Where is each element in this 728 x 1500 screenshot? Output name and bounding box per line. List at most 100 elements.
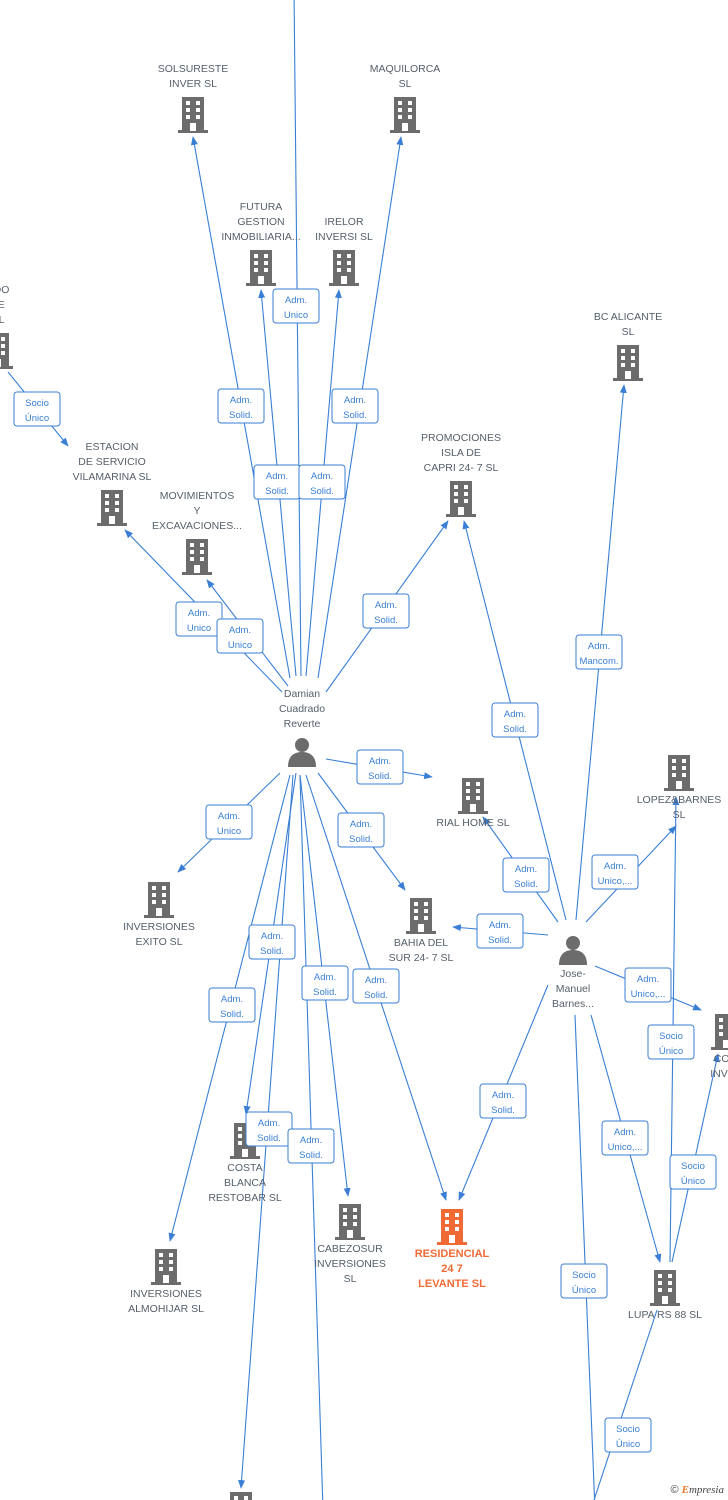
node-label: BAHIA DEL: [394, 937, 448, 949]
node-label: SL: [673, 809, 686, 821]
edge-label[interactable]: Adm.Solid.: [248, 924, 296, 960]
edge-label-text: Unico,...: [598, 876, 633, 887]
edge-label[interactable]: Adm.Unico: [272, 288, 320, 324]
edge-label[interactable]: Adm.Solid.: [476, 913, 524, 949]
edge-label[interactable]: Adm.Unico: [175, 601, 223, 637]
node-com_inves[interactable]: COMINVES: [710, 1014, 728, 1080]
node-label: INVES: [710, 1068, 728, 1080]
edge-label-text: Adm.: [637, 974, 659, 985]
building-icon: [246, 250, 276, 286]
edge-label[interactable]: Adm.Mancom.: [575, 634, 623, 670]
building-icon: [144, 882, 174, 918]
edge-label[interactable]: Adm. Solid.: [479, 1083, 527, 1119]
edge-label-text: Adm.: [350, 819, 372, 830]
node-label: LEVANTE SL: [418, 1278, 486, 1290]
node-lopez_barnes[interactable]: LOPEZ&BARNES SL: [637, 755, 722, 821]
edge-label[interactable]: Adm.Solid.: [217, 388, 265, 424]
building-icon: [406, 898, 436, 934]
node-label: GESTION: [237, 216, 284, 228]
edge-label-text: Adm.: [285, 295, 307, 306]
edge-label-text: Solid.: [491, 1105, 515, 1116]
edge-label-text: Adm.: [311, 471, 333, 482]
edge-label[interactable]: Adm.Unico: [216, 618, 264, 654]
node-label: ESTACION: [86, 441, 139, 453]
node-label: ALMOHIJAR SL: [128, 1303, 204, 1315]
edge-label[interactable]: Adm.Solid.: [208, 987, 256, 1023]
node-topleft[interactable]: ADOTESL: [0, 284, 13, 369]
edge-label[interactable]: Adm.Solid.: [491, 702, 539, 738]
edge-label[interactable]: Adm.Unico: [205, 804, 253, 840]
building-icon: [446, 481, 476, 517]
edge-label-text: Unico: [217, 826, 241, 837]
edge-label-text: Adm.: [504, 709, 526, 720]
edge-label[interactable]: Adm.Solid.: [502, 857, 550, 893]
node-label: SL: [622, 326, 635, 338]
edge-label-text: Solid.: [310, 486, 334, 497]
edge-label[interactable]: Adm.Solid.: [356, 749, 404, 785]
edge-label-text: Solid.: [374, 615, 398, 626]
building-icon: [182, 539, 212, 575]
node-bottom_node[interactable]: [226, 1492, 256, 1500]
edge-label[interactable]: Adm. Solid.: [298, 464, 346, 500]
edge-label-text: Adm.: [515, 864, 537, 875]
edge-label[interactable]: Adm.Solid.: [253, 464, 301, 500]
edge-label[interactable]: Adm.Solid.: [362, 593, 410, 629]
node-lupa[interactable]: LUPA RS 88 SL: [628, 1270, 702, 1321]
edge-label[interactable]: Adm.Unico,...: [624, 967, 672, 1003]
node-label: BLANCA: [224, 1177, 266, 1189]
edge-label[interactable]: Adm.Solid.: [287, 1128, 335, 1164]
node-movimientos[interactable]: MOVIMIENTOSYEXCAVACIONES...: [152, 490, 242, 575]
node-label: EXCAVACIONES...: [152, 520, 242, 532]
node-label: Cuadrado: [279, 703, 325, 715]
edge-label-text: Adm.: [221, 994, 243, 1005]
building-icon: [178, 97, 208, 133]
person-icon: [559, 936, 587, 965]
node-label: LUPA RS 88 SL: [628, 1309, 702, 1321]
copyright-icon: ©: [670, 1484, 679, 1496]
edge-label[interactable]: Adm.Solid.: [337, 812, 385, 848]
edge-label[interactable]: Adm.Solid.: [331, 388, 379, 424]
node-rial_home[interactable]: RIAL HOME SL: [436, 778, 510, 829]
node-label: Manuel: [556, 983, 590, 995]
edge-label-text: Socio: [659, 1031, 683, 1042]
edge-damian-to-top_offscreen: [293, 0, 302, 677]
edge-label-text: Adm.: [492, 1090, 514, 1101]
brand-initial: E: [681, 1484, 689, 1496]
node-label: FUTURA: [240, 201, 283, 213]
edge-label[interactable]: Adm.Solid.: [245, 1111, 293, 1147]
edge-label-text: Socio: [25, 398, 49, 409]
edge-label[interactable]: Adm.Solid.: [352, 968, 400, 1004]
node-label: LOPEZ&BARNES: [637, 794, 722, 806]
edge-label[interactable]: Adm.Unico,...: [591, 854, 639, 890]
person-icon: [288, 738, 316, 767]
edge-label-text: Solid.: [229, 410, 253, 421]
edge-label[interactable]: Adm.Solid.: [301, 965, 349, 1001]
edge-label[interactable]: Adm.Unico,...: [601, 1120, 649, 1156]
node-label: Y: [193, 505, 200, 517]
node-label: Barnes...: [552, 998, 594, 1010]
node-futura[interactable]: FUTURAGESTIONINMOBILIARIA...: [221, 201, 301, 286]
node-jose[interactable]: Jose-ManuelBarnes...: [552, 936, 594, 1010]
node-label: INVERSIONES: [314, 1258, 386, 1270]
edge-label-text: Socio: [616, 1424, 640, 1435]
